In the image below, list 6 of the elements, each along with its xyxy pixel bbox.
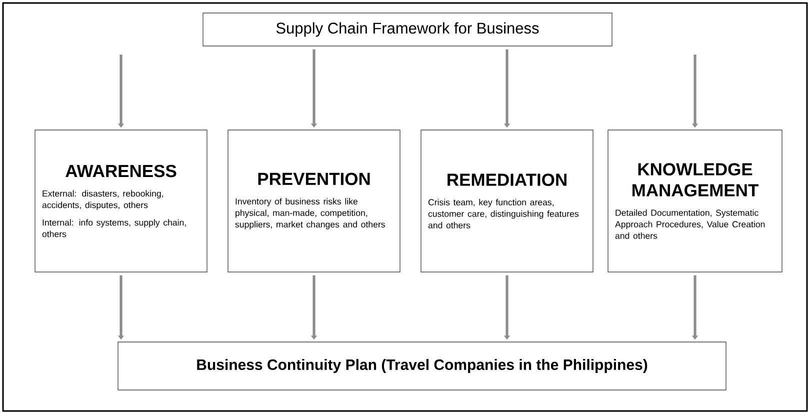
text-box: REMEDIATION Crisis team, key function areas, customer care, distinguishing features and others xyxy=(420,130,594,272)
text-box: Business Continuity Plan (Travel Companies in the Philippines) xyxy=(118,342,726,390)
text-box: KNOWLEDGE MANAGEMENT Detailed Documentation, Systematic Approach Procedures, Value Creation and others xyxy=(608,130,782,272)
text-box: Supply Chain Framework for Business xyxy=(202,12,612,46)
text-box: AWARENESS External: disasters, rebooking, accidents, disputes, others Internal: info systems, supply chain, others xyxy=(34,130,208,272)
text-box: PREVENTION Inventory of business risks like physical, man-made, competition, suppliers, market changes and others xyxy=(228,130,400,272)
